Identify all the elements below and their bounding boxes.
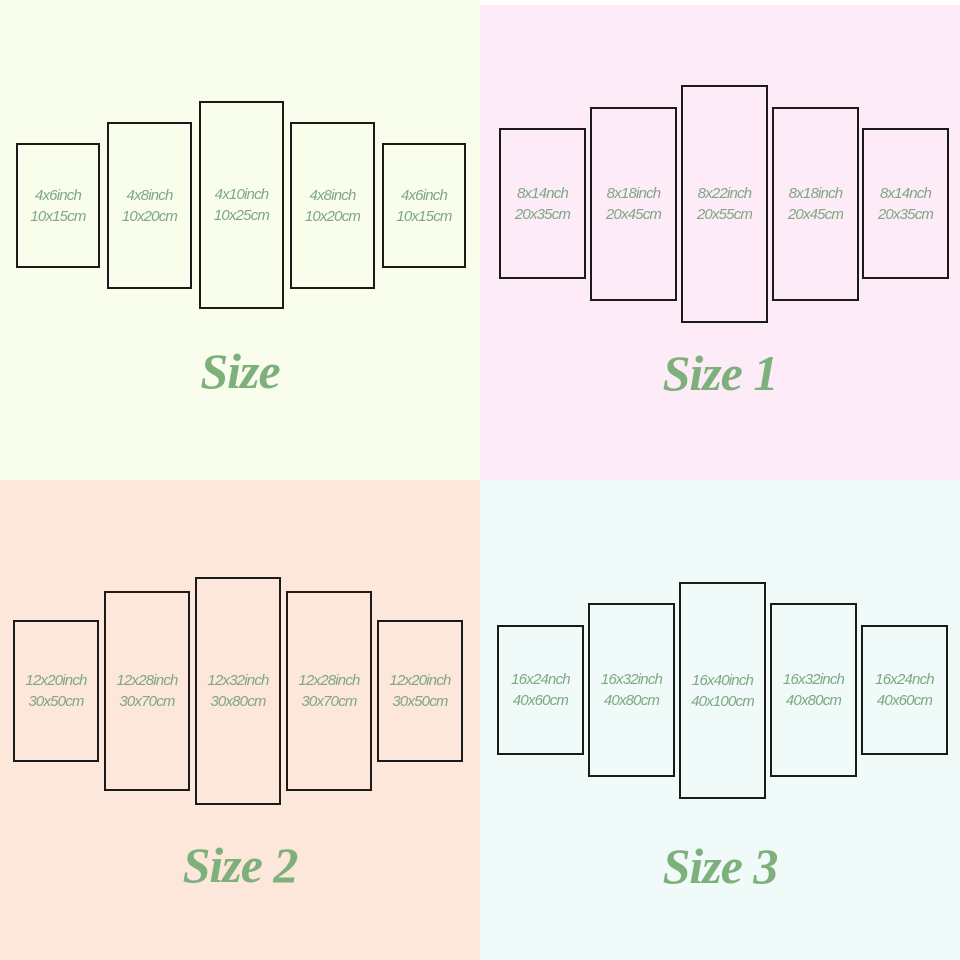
canvas-panel: 4x8inch 10x20cm bbox=[107, 122, 192, 289]
panel-inch-label: 16x32inch bbox=[782, 671, 845, 688]
canvas-panel: 12x28inch 30x70cm bbox=[286, 591, 372, 791]
panel-cm-label: 20x35cm bbox=[877, 205, 934, 223]
panel-inch-label: 12x20inch bbox=[389, 672, 451, 689]
panel-inch-label: 12x32inch bbox=[207, 672, 269, 689]
panel-inch-label: 16x24nch bbox=[511, 671, 570, 688]
canvas-panel: 12x28inch 30x70cm bbox=[104, 591, 190, 791]
panel-inch-label: 12x28inch bbox=[298, 672, 360, 689]
size-title: Size 2 bbox=[182, 837, 299, 893]
panel-cm-label: 30x70cm bbox=[119, 693, 175, 710]
panel-inch-label: 8x14nch bbox=[516, 184, 569, 202]
panel-inch-label: 16x24nch bbox=[875, 671, 934, 688]
canvas-panel: 12x20inch 30x50cm bbox=[13, 620, 99, 762]
panel-cm-label: 30x50cm bbox=[28, 693, 84, 710]
canvas-panel: 16x24nch 40x60cm bbox=[497, 625, 584, 755]
size-variant-0: 4x6inch 10x15cm 4x8inch 10x20cm 4x10inch… bbox=[0, 0, 480, 480]
panel-inch-label: 8x22inch bbox=[697, 185, 752, 202]
panel-inch-label: 4x6inch bbox=[34, 186, 82, 204]
size-variant-2: 12x20inch 30x50cm 12x28inch 30x70cm 12x3… bbox=[0, 480, 480, 960]
canvas-panel: 16x32inch 40x80cm bbox=[770, 603, 857, 777]
panel-cm-label: 10x15cm bbox=[30, 207, 86, 225]
panel-inch-label: 8x18inch bbox=[788, 185, 843, 202]
panel-cm-label: 30x50cm bbox=[392, 693, 448, 710]
canvas-panel: 12x32inch 30x80cm bbox=[195, 577, 281, 805]
canvas-panel: 16x24nch 40x60cm bbox=[861, 625, 948, 755]
canvas-panel: 4x10inch 10x25cm bbox=[199, 101, 284, 309]
panel-inch-label: 4x6inch bbox=[400, 186, 448, 204]
panel-inch-label: 12x28inch bbox=[116, 672, 178, 689]
panel-cm-label: 10x15cm bbox=[396, 207, 452, 225]
size-title: Size 1 bbox=[662, 345, 779, 401]
canvas-panel: 8x14nch 20x35cm bbox=[862, 128, 949, 279]
panel-inch-label: 4x8inch bbox=[309, 186, 356, 204]
canvas-panel: 8x18inch 20x45cm bbox=[772, 107, 859, 301]
canvas-panel: 8x14nch 20x35cm bbox=[499, 128, 586, 279]
panel-cm-label: 20x55cm bbox=[696, 206, 753, 223]
size-variant-3: 16x24nch 40x60cm 16x32inch 40x80cm 16x40… bbox=[480, 480, 960, 960]
size-title: Size bbox=[200, 343, 280, 399]
panel-inch-label: 12x20inch bbox=[25, 672, 87, 689]
size-title: Size 3 bbox=[662, 838, 779, 894]
panel-cm-label: 20x45cm bbox=[787, 206, 844, 223]
canvas-panel: 4x8inch 10x20cm bbox=[290, 122, 375, 289]
panel-inch-label: 4x8inch bbox=[126, 186, 173, 204]
panel-cm-label: 10x20cm bbox=[304, 207, 361, 225]
panel-cm-label: 40x60cm bbox=[512, 692, 569, 709]
canvas-panel: 12x20inch 30x50cm bbox=[377, 620, 463, 762]
canvas-panel: 16x32inch 40x80cm bbox=[588, 603, 675, 777]
panel-cm-label: 10x20cm bbox=[121, 207, 178, 225]
canvas-panel: 4x6inch 10x15cm bbox=[16, 143, 100, 268]
panel-cm-label: 30x80cm bbox=[210, 693, 266, 710]
canvas-panel: 16x40inch 40x100cm bbox=[679, 582, 766, 799]
panel-inch-label: 16x40inch bbox=[691, 671, 754, 689]
panel-cm-label: 40x80cm bbox=[603, 692, 660, 709]
canvas-panel: 8x22inch 20x55cm bbox=[681, 85, 768, 323]
panel-cm-label: 40x80cm bbox=[785, 692, 842, 709]
canvas-panel: 8x18inch 20x45cm bbox=[590, 107, 677, 301]
panel-cm-label: 40x100cm bbox=[691, 692, 755, 710]
canvas-panel: 4x6inch 10x15cm bbox=[382, 143, 466, 268]
size-variant-1: 8x14nch 20x35cm 8x18inch 20x45cm 8x22inc… bbox=[480, 5, 960, 480]
panel-cm-label: 40x60cm bbox=[876, 692, 933, 709]
panel-cm-label: 10x25cm bbox=[213, 207, 270, 224]
panel-cm-label: 20x45cm bbox=[605, 206, 662, 223]
panel-inch-label: 8x18inch bbox=[606, 185, 661, 202]
panel-cm-label: 20x35cm bbox=[514, 205, 571, 223]
panel-cm-label: 30x70cm bbox=[301, 693, 357, 710]
panel-inch-label: 16x32inch bbox=[600, 671, 663, 688]
panel-inch-label: 8x14nch bbox=[879, 184, 932, 202]
panel-inch-label: 4x10inch bbox=[214, 186, 269, 203]
